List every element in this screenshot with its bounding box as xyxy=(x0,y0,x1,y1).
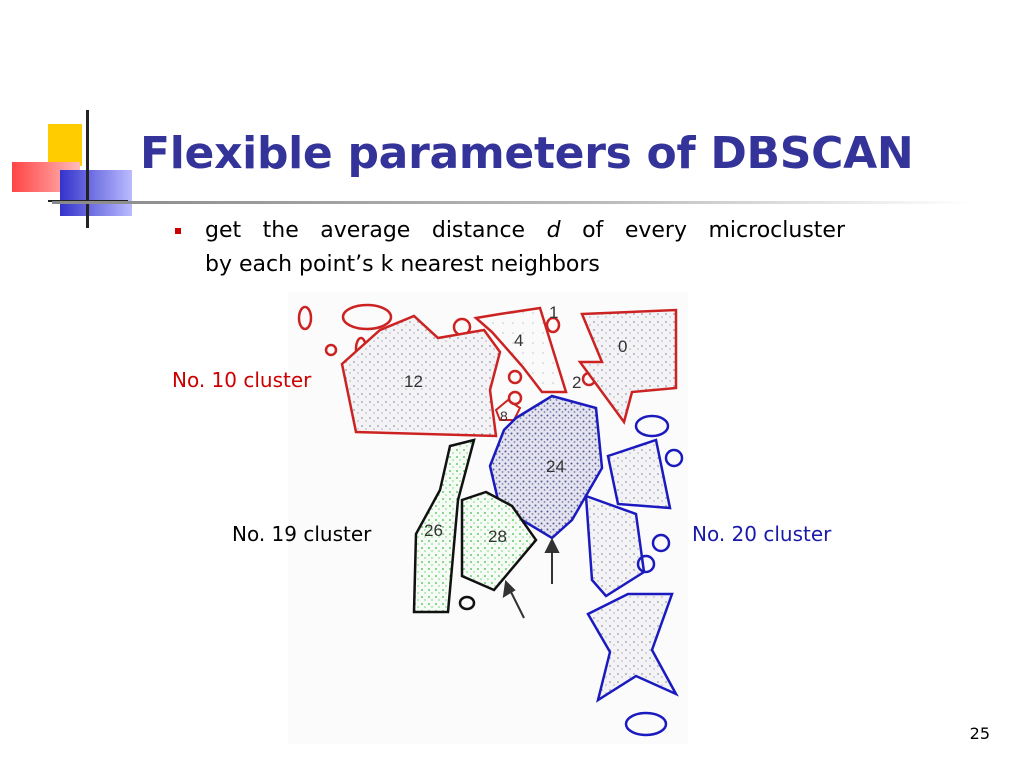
bullet-text: get the average distance d of every micr… xyxy=(205,214,845,282)
cluster-small-blue xyxy=(634,414,670,438)
cluster-label-no20: No. 20 cluster xyxy=(692,522,832,546)
region-number: 1 xyxy=(549,303,558,322)
cluster-small-red xyxy=(341,303,393,331)
cluster-blue-middle xyxy=(584,494,646,598)
cluster-20-region xyxy=(586,592,679,703)
region-number: 12 xyxy=(404,372,423,391)
region-number: 28 xyxy=(488,527,507,546)
region-number: 2 xyxy=(572,373,581,392)
cluster-4-region xyxy=(473,306,568,394)
region-number: 26 xyxy=(424,521,443,540)
region-number: 24 xyxy=(546,457,565,476)
cluster-8-region xyxy=(494,398,522,421)
cluster-0-region xyxy=(577,308,678,425)
arrow-head-icon xyxy=(544,537,560,553)
cluster-blue-right xyxy=(606,438,672,510)
cluster-small-blue xyxy=(624,711,668,737)
cluster-small-black xyxy=(458,595,476,611)
bullet-line-2: by each point’s k nearest neighbors xyxy=(205,252,600,277)
cluster-small-red xyxy=(507,369,523,385)
cluster-12-region xyxy=(340,314,502,438)
cluster-small-blue xyxy=(651,533,671,553)
cluster-label-no19: No. 19 cluster xyxy=(232,522,372,546)
cluster-26-region xyxy=(412,438,476,614)
cluster-small-red xyxy=(324,343,338,357)
bullet-square-icon xyxy=(175,228,181,234)
cluster-small-red xyxy=(545,316,561,334)
slide-logo-decoration xyxy=(0,0,150,240)
cluster-small-blue xyxy=(636,554,656,574)
title-divider xyxy=(52,201,972,204)
region-number: 0 xyxy=(618,337,627,356)
variable-d: d xyxy=(546,218,561,243)
arrow-head-icon xyxy=(502,579,516,598)
region-number: 8 xyxy=(500,408,508,424)
arrow-line xyxy=(509,589,525,619)
cluster-label-no10: No. 10 cluster xyxy=(172,368,312,392)
slide-title: Flexible parameters of DBSCAN xyxy=(140,128,914,179)
cluster-28-region xyxy=(460,490,538,592)
cluster-small-red xyxy=(297,305,313,331)
region-number: 4 xyxy=(514,331,523,350)
bullet-line-1: get the average distance d of every micr… xyxy=(205,218,845,243)
page-number: 25 xyxy=(969,724,990,743)
cluster-small-blue xyxy=(664,448,684,468)
